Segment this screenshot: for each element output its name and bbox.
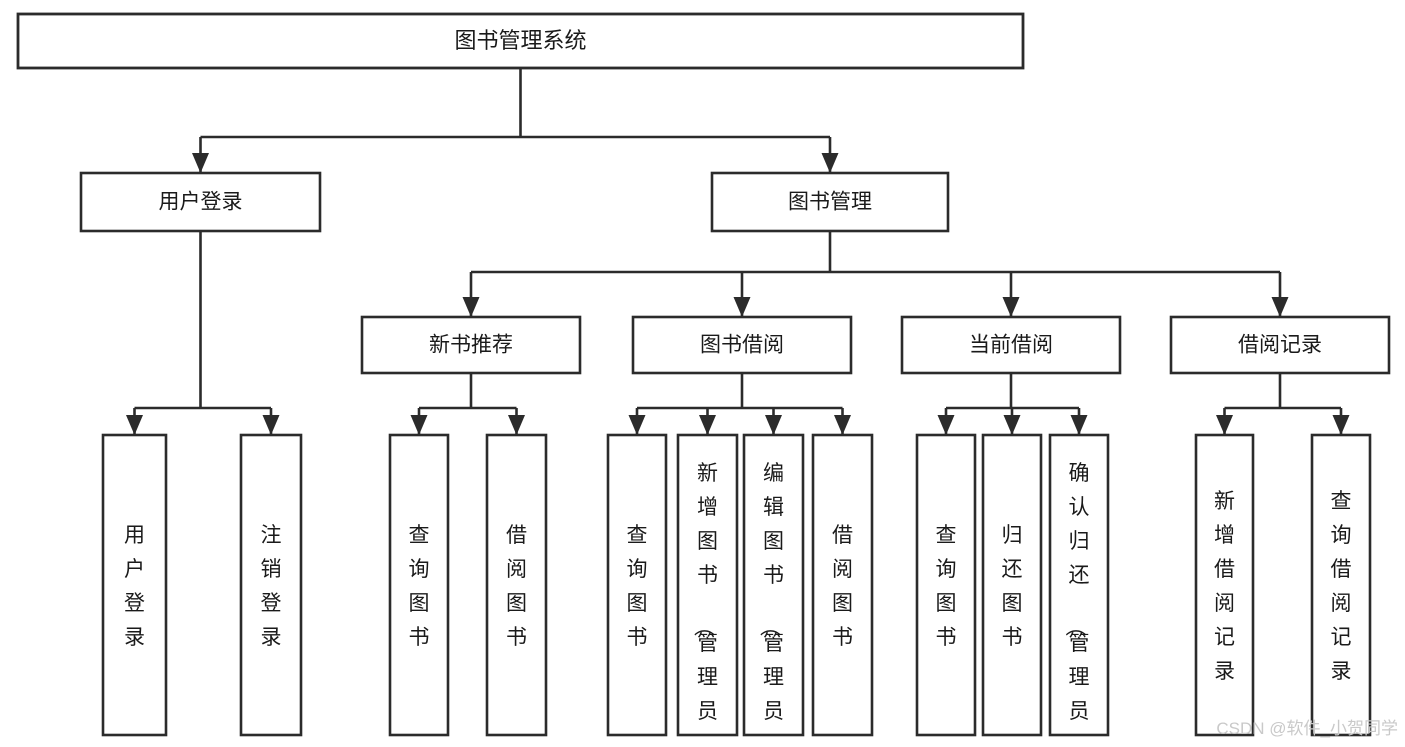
level3-node-book-borrow[interactable]: 图书借阅 (631, 315, 853, 375)
leaf-node-leaf-query-book-3[interactable]: 查询图书 (915, 433, 977, 737)
leaf-node-leaf-confirm-return[interactable]: 确认归还（管理员） (1048, 433, 1110, 747)
leaf-node-leaf-borrow-book-2-label: 借阅图书 (832, 524, 853, 649)
leaf-node-leaf-user-login-label: 用户登录 (124, 524, 145, 649)
leaf-node-leaf-add-record[interactable]: 新增借阅记录 (1194, 433, 1255, 737)
leaf-node-leaf-query-book-1[interactable]: 查询图书 (388, 433, 450, 737)
leaf-node-leaf-query-book-1-label: 查询图书 (409, 524, 430, 649)
level2-node-user-login[interactable]: 用户登录 (79, 171, 322, 233)
leaf-node-leaf-add-record-label: 新增借阅记录 (1214, 490, 1235, 683)
level3-node-book-borrow-label: 图书借阅 (700, 334, 784, 357)
leaf-node-leaf-logout[interactable]: 注销登录 (239, 433, 303, 737)
leaf-node-leaf-logout-rect (239, 433, 303, 737)
leaf-node-leaf-logout-label: 注销登录 (261, 524, 282, 649)
level3-node-book-borrow-rect (631, 315, 853, 375)
leaf-node-leaf-query-record[interactable]: 查询借阅记录 (1310, 433, 1372, 737)
leaf-node-leaf-query-book-3-label: 查询图书 (936, 524, 957, 649)
level3-node-borrow-record[interactable]: 借阅记录 (1169, 315, 1391, 375)
leaf-node-leaf-user-login-rect (101, 433, 168, 737)
leaf-node-leaf-add-book-rect (676, 433, 739, 737)
csdn-watermark: CSDN @软件_小贺同学 (1216, 719, 1398, 738)
root-node-book-management-system-rect (16, 12, 1025, 70)
connector-layer (126, 68, 1350, 435)
leaf-node-leaf-edit-book-label: 编辑图书（管理员） (758, 462, 784, 747)
level2-node-book-manage-rect (710, 171, 950, 233)
leaf-node-leaf-borrow-book-1-rect (485, 433, 548, 737)
level2-node-user-login-label: 用户登录 (159, 191, 243, 214)
level3-node-current-borrow-rect (900, 315, 1122, 375)
level2-node-book-manage-label: 图书管理 (788, 191, 872, 214)
leaf-node-leaf-query-book-2-rect (606, 433, 668, 737)
level2-node-user-login-rect (79, 171, 322, 233)
leaf-node-leaf-query-book-3-rect (915, 433, 977, 737)
leaf-node-leaf-borrow-book-1-label: 借阅图书 (506, 524, 527, 649)
root-node-book-management-system[interactable]: 图书管理系统 (16, 12, 1025, 70)
level3-node-new-book-recommend-label: 新书推荐 (429, 334, 513, 357)
node-layer: 图书管理系统用户登录图书管理新书推荐图书借阅当前借阅借阅记录用户登录注销登录查询… (16, 12, 1391, 747)
leaf-node-leaf-query-record-label: 查询借阅记录 (1331, 490, 1352, 683)
level3-node-current-borrow-label: 当前借阅 (969, 334, 1053, 357)
leaf-node-leaf-query-book-2[interactable]: 查询图书 (606, 433, 668, 737)
leaf-node-leaf-query-book-2-label: 查询图书 (627, 524, 648, 649)
leaf-node-leaf-edit-book[interactable]: 编辑图书（管理员） (742, 433, 805, 747)
leaf-node-leaf-add-book-label: 新增图书（管理员） (692, 462, 718, 747)
root-node-book-management-system-label: 图书管理系统 (454, 28, 586, 53)
leaf-node-leaf-query-book-1-rect (388, 433, 450, 737)
level3-node-borrow-record-rect (1169, 315, 1391, 375)
leaf-node-leaf-add-record-rect (1194, 433, 1255, 737)
leaf-node-leaf-borrow-book-2[interactable]: 借阅图书 (811, 433, 874, 737)
leaf-node-leaf-borrow-book-1[interactable]: 借阅图书 (485, 433, 548, 737)
level3-node-new-book-recommend-rect (360, 315, 582, 375)
leaf-node-leaf-return-book-rect (981, 433, 1043, 737)
leaf-node-leaf-query-record-rect (1310, 433, 1372, 737)
level3-node-borrow-record-label: 借阅记录 (1238, 334, 1322, 357)
leaf-node-leaf-return-book-label: 归还图书 (1002, 524, 1023, 649)
level3-node-current-borrow[interactable]: 当前借阅 (900, 315, 1122, 375)
leaf-node-leaf-add-book[interactable]: 新增图书（管理员） (676, 433, 739, 747)
level3-node-new-book-recommend[interactable]: 新书推荐 (360, 315, 582, 375)
leaf-node-leaf-borrow-book-2-rect (811, 433, 874, 737)
leaf-node-leaf-confirm-return-label: 确认归还（管理员） (1064, 462, 1090, 747)
leaf-node-leaf-user-login[interactable]: 用户登录 (101, 433, 168, 737)
leaf-node-leaf-edit-book-rect (742, 433, 805, 737)
leaf-node-leaf-return-book[interactable]: 归还图书 (981, 433, 1043, 737)
leaf-node-leaf-confirm-return-rect (1048, 433, 1110, 737)
level2-node-book-manage[interactable]: 图书管理 (710, 171, 950, 233)
